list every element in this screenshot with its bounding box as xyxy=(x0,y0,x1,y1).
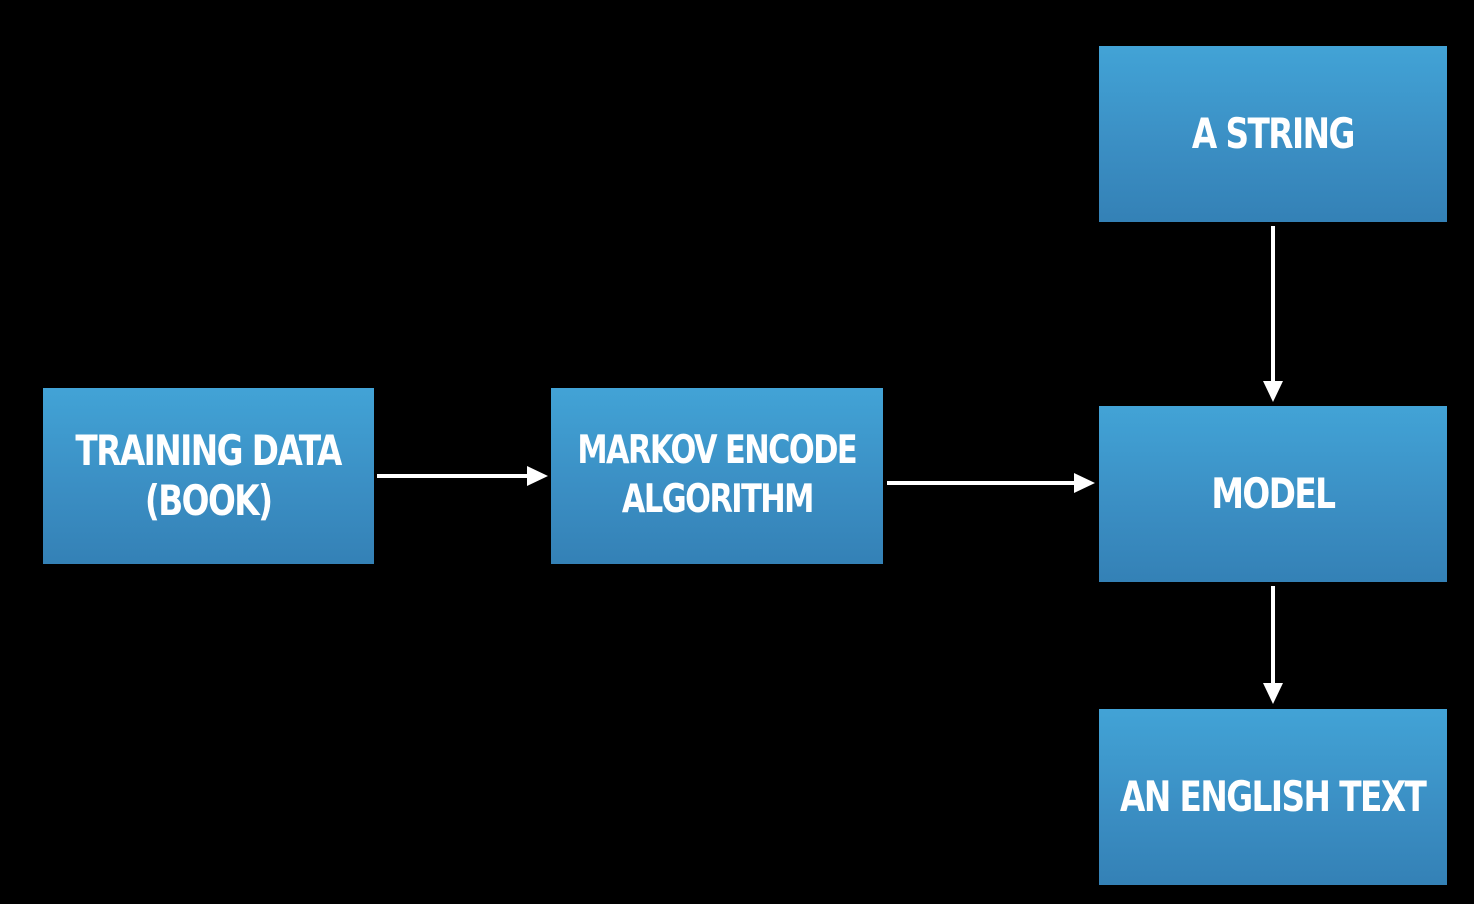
node-markov-encode-line-1: MARKOV ENCODE xyxy=(577,428,858,474)
node-model-label: MODEL xyxy=(1211,468,1336,518)
node-markov-encode: MARKOV ENCODE ALGORITHM xyxy=(551,388,883,564)
arrow-string-to-model xyxy=(1263,226,1283,402)
arrow-markov-to-model xyxy=(887,473,1095,493)
node-markov-encode-line-2: ALGORITHM xyxy=(621,477,815,522)
node-model: MODEL xyxy=(1099,406,1447,582)
node-a-string: A STRING xyxy=(1099,46,1447,222)
node-a-string-label: A STRING xyxy=(1192,108,1356,158)
node-english-text: AN ENGLISH TEXT xyxy=(1099,709,1447,885)
node-training-data-line-1: TRAINING DATA xyxy=(75,425,343,475)
node-training-data: TRAINING DATA (BOOK) xyxy=(43,388,374,564)
arrow-training-to-markov xyxy=(377,466,548,486)
arrow-model-to-english xyxy=(1263,586,1283,704)
node-english-text-label: AN ENGLISH TEXT xyxy=(1120,771,1427,821)
node-training-data-line-2: (BOOK) xyxy=(145,476,273,525)
